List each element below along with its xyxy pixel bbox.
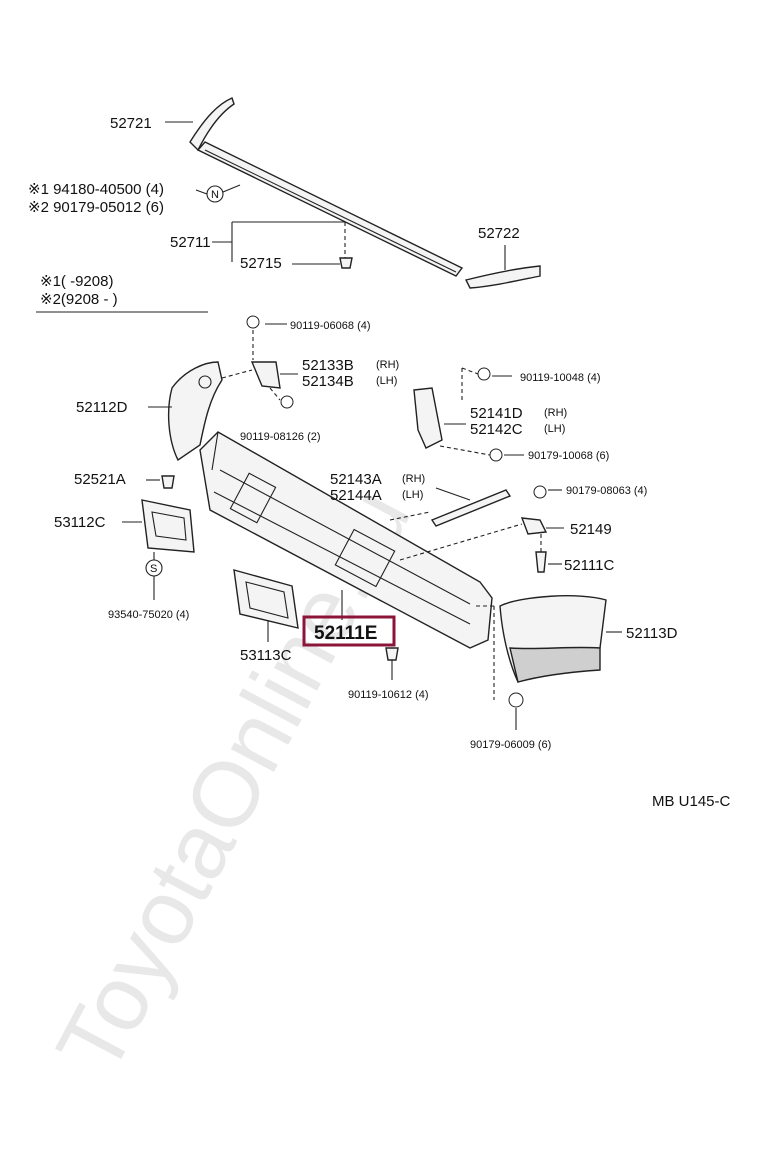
- diagram-code: MB U145-C: [652, 793, 731, 810]
- label-lh-3: (LH): [402, 489, 423, 501]
- label-90179-08063: 90179-08063 (4): [566, 485, 647, 497]
- label-52721: 52721: [110, 115, 152, 132]
- label-90179-06009: 90179-06009 (6): [470, 739, 551, 751]
- label-52113d: 52113D: [626, 625, 678, 642]
- nut-90179-08063-icon: [533, 485, 547, 499]
- clip-52521a-icon: [161, 475, 175, 489]
- bolt-90119-10612-icon: [385, 647, 399, 661]
- label-52722: 52722: [478, 225, 520, 242]
- part-52149[interactable]: [520, 517, 548, 535]
- label-note2: ※2 90179-05012 (6): [28, 199, 164, 216]
- bolt-52111c-icon: [535, 551, 547, 573]
- label-52711: 52711: [170, 234, 211, 251]
- label-52521a: 52521A: [74, 471, 126, 488]
- label-52133b: 52133B: [302, 357, 354, 374]
- label-52143a: 52143A: [330, 471, 382, 488]
- bolt-90119-10048-icon: [477, 367, 491, 381]
- label-90119-06068: 90119-06068 (4): [290, 320, 371, 332]
- circle-s-text: S: [150, 563, 157, 575]
- label-52144a: 52144A: [330, 487, 382, 504]
- highlight-box-52111e[interactable]: [302, 615, 396, 647]
- label-52715: 52715: [240, 255, 282, 272]
- bolt-90119-08126-icon: [280, 395, 294, 409]
- label-lh-2: (LH): [544, 423, 565, 435]
- label-93540-75020: 93540-75020 (4): [108, 609, 189, 621]
- label-90179-10068: 90179-10068 (6): [528, 450, 609, 462]
- label-90119-10612: 90119-10612 (4): [348, 689, 429, 701]
- part-52143a[interactable]: [430, 489, 512, 527]
- bolt-90119-06068-icon: [246, 315, 260, 329]
- circle-n-text: N: [211, 189, 219, 201]
- label-53112c: 53112C: [54, 514, 106, 531]
- legend-line-2: ※2(9208 - ): [40, 291, 118, 308]
- label-90119-10048: 90119-10048 (4): [520, 372, 601, 384]
- part-52141d[interactable]: [413, 387, 443, 449]
- part-53112c[interactable]: [141, 499, 195, 553]
- part-52133b[interactable]: [250, 361, 281, 389]
- label-52149: 52149: [570, 521, 612, 538]
- label-lh-1: (LH): [376, 375, 397, 387]
- label-52111c: 52111C: [564, 557, 614, 574]
- label-note1: ※1 94180-40500 (4): [28, 181, 164, 198]
- label-53113c: 53113C: [240, 647, 292, 664]
- clip-52715-icon: [339, 257, 353, 269]
- label-52142c: 52142C: [470, 421, 523, 438]
- label-52112d: 52112D: [76, 399, 128, 416]
- nut-90179-10068-icon: [489, 448, 503, 462]
- label-rh-1: (RH): [376, 359, 399, 371]
- label-90119-08126: 90119-08126 (2): [240, 431, 321, 443]
- label-52141d: 52141D: [470, 405, 523, 422]
- label-rh-3: (RH): [402, 473, 425, 485]
- label-52134b: 52134B: [302, 373, 354, 390]
- part-52721[interactable]: [189, 97, 235, 152]
- part-52722[interactable]: [464, 265, 541, 289]
- clip-90179-06009-icon: [508, 692, 524, 708]
- label-52111e[interactable]: 52111E: [314, 623, 377, 644]
- part-53113c[interactable]: [233, 569, 299, 629]
- legend-line-1: ※1( -9208): [40, 273, 113, 290]
- label-rh-2: (RH): [544, 407, 567, 419]
